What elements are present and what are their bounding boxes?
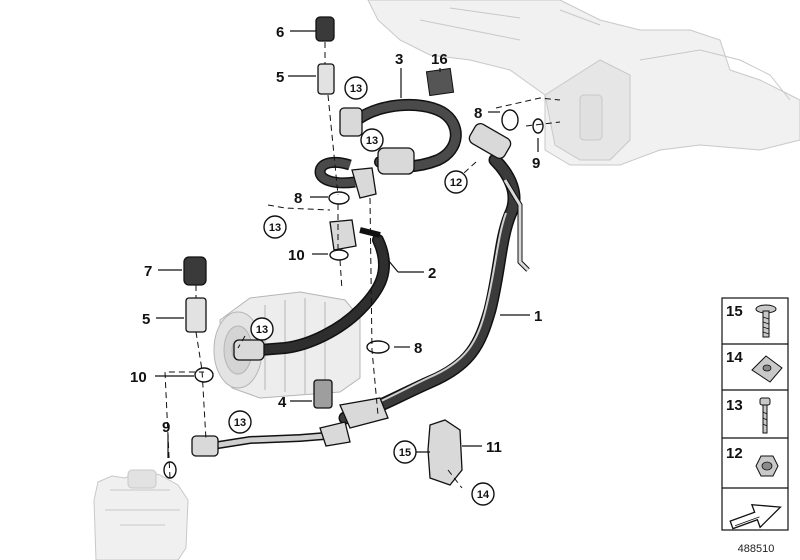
svg-text:15: 15: [399, 447, 411, 459]
circled-callout-15: 15: [393, 440, 417, 464]
hose-line-1: [338, 123, 530, 429]
callout-9-right: 9: [532, 155, 540, 172]
svg-text:12: 12: [726, 445, 743, 462]
callout-10-left: 10: [130, 369, 147, 386]
callout-3: 3: [395, 51, 403, 68]
callout-9-left: 9: [162, 419, 170, 436]
callout-8-right: 8: [474, 105, 482, 122]
svg-text:14: 14: [477, 489, 490, 501]
callout-16: 16: [431, 51, 448, 68]
svg-text:13: 13: [726, 397, 743, 414]
svg-text:12: 12: [450, 177, 462, 189]
o-rings: [163, 109, 544, 479]
svg-text:13: 13: [234, 417, 246, 429]
legend-item-13: 13: [726, 397, 771, 434]
circled-callout-13-d: 13: [250, 317, 274, 341]
callout-10-mid: 10: [288, 247, 305, 264]
direction-arrow-icon: [729, 503, 782, 530]
hose-line-2: [233, 219, 391, 361]
evaporator-housing: [367, 0, 800, 166]
valve-core-5-bottom: [185, 297, 207, 333]
pad-16: [425, 67, 455, 97]
hex-nut-icon: [755, 455, 779, 477]
callout-6: 6: [276, 24, 284, 41]
circled-callout-13-e: 13: [228, 410, 252, 434]
svg-text:13: 13: [350, 83, 362, 95]
legend-item-14: 14: [726, 349, 783, 383]
clip-nut-icon: [751, 355, 783, 383]
valve-core-5-top: [317, 63, 335, 95]
lower-hose: [191, 421, 351, 457]
callout-labels: 1 2 3 4 5 5 6 7 8 8 8 9 9 10 10 11 16: [130, 24, 542, 456]
circled-callouts: 13 13 13 13 13 12 15 14: [228, 76, 495, 506]
pressure-sensor-4: [313, 379, 333, 409]
callout-5-bottom: 5: [142, 311, 150, 328]
callout-11: 11: [486, 439, 502, 456]
circled-callout-14: 14: [471, 482, 495, 506]
circled-callout-13-b: 13: [360, 128, 384, 152]
callout-1: 1: [534, 308, 542, 325]
service-cap-7: [183, 256, 207, 286]
catalog-number: 488510: [738, 543, 775, 555]
svg-text:13: 13: [256, 324, 268, 336]
leader-lines: [155, 30, 539, 458]
callout-7: 7: [144, 263, 152, 280]
bolt-icon: [759, 397, 771, 434]
callout-4: 4: [278, 394, 287, 411]
fastener-legend: 15 14 13 12: [721, 297, 789, 531]
callout-8-mid: 8: [414, 340, 422, 357]
service-cap-6: [315, 16, 335, 42]
receiver-drier: [93, 469, 189, 560]
svg-text:15: 15: [726, 303, 743, 320]
legend-item-12: 12: [726, 445, 779, 477]
clip-11: [427, 419, 463, 486]
torx-screw-icon: [755, 304, 777, 338]
callout-5-top: 5: [276, 69, 284, 86]
circled-callout-13-a: 13: [344, 76, 368, 100]
hose-line-3: [314, 98, 462, 199]
svg-text:14: 14: [726, 349, 743, 366]
circled-callout-12: 12: [444, 170, 468, 194]
callout-8-top: 8: [294, 190, 302, 207]
svg-text:13: 13: [269, 222, 281, 234]
callout-2: 2: [428, 265, 436, 282]
legend-item-15: 15: [726, 303, 777, 338]
svg-text:13: 13: [366, 135, 378, 147]
circled-callout-13-c: 13: [263, 215, 287, 239]
